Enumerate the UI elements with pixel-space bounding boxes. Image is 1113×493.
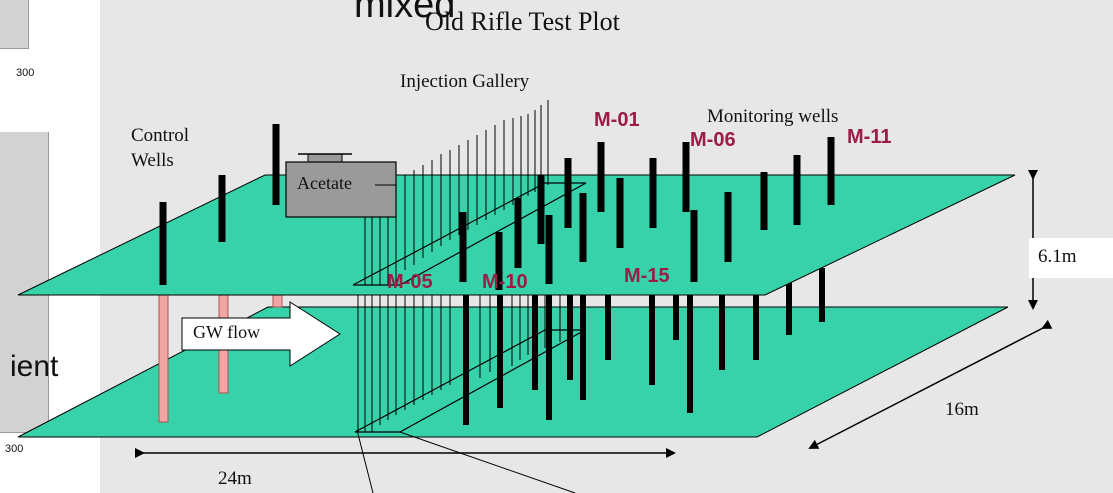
gw-flow-arrow: [181, 301, 341, 367]
monitoring-wells: [459, 137, 835, 290]
gallery-trench-bottom: [354, 329, 586, 433]
injection-gallery-label: Injection Gallery: [400, 71, 530, 92]
well-label-m15: M-15: [624, 265, 670, 287]
axis-tick-bottom: 300: [5, 443, 24, 455]
overlay-word-left: ient: [10, 350, 59, 383]
injection-lines-upper: [364, 100, 549, 285]
well-label-m05: M-05: [387, 271, 433, 293]
gw-flow-label: GW flow: [193, 322, 261, 342]
control-wells: [159, 124, 280, 285]
control-casing-3: [272, 294, 283, 308]
callout-line-1: [356, 429, 374, 493]
control-wells-label: Control Wells: [131, 123, 189, 173]
left-card-top: 300: [0, 0, 100, 110]
well-label-m11: M-11: [847, 126, 892, 148]
well-label-m06: M-06: [690, 129, 736, 151]
axis-tick-top: 300: [16, 67, 35, 79]
diagram-title: Old Rifle Test Plot: [425, 7, 620, 36]
gallery-trench-top: [352, 182, 587, 286]
control-wells-label-line2: Wells: [131, 150, 174, 171]
well-label-m10: M-10: [482, 271, 528, 293]
well-label-m01: M-01: [594, 109, 640, 131]
width-label: 16m: [945, 399, 979, 420]
control-casing-1: [158, 294, 169, 423]
control-wells-label-line1: Control: [131, 125, 190, 146]
monitoring-wells-label: Monitoring wells: [707, 106, 839, 127]
depth-label: 6.1m: [1038, 246, 1077, 267]
depth-label-box: [1029, 238, 1113, 278]
injection-lines-lower: [357, 285, 561, 432]
acetate-tank: [285, 153, 397, 218]
lower-well-segments: [463, 268, 825, 425]
width-arrow: [808, 319, 1053, 449]
overlay-word-top: mixed: [354, 0, 456, 26]
left-card-top-fill: [0, 0, 29, 49]
callout-line-2: [399, 431, 576, 493]
length-label: 24m: [218, 468, 252, 489]
acetate-label: Acetate: [297, 173, 352, 193]
